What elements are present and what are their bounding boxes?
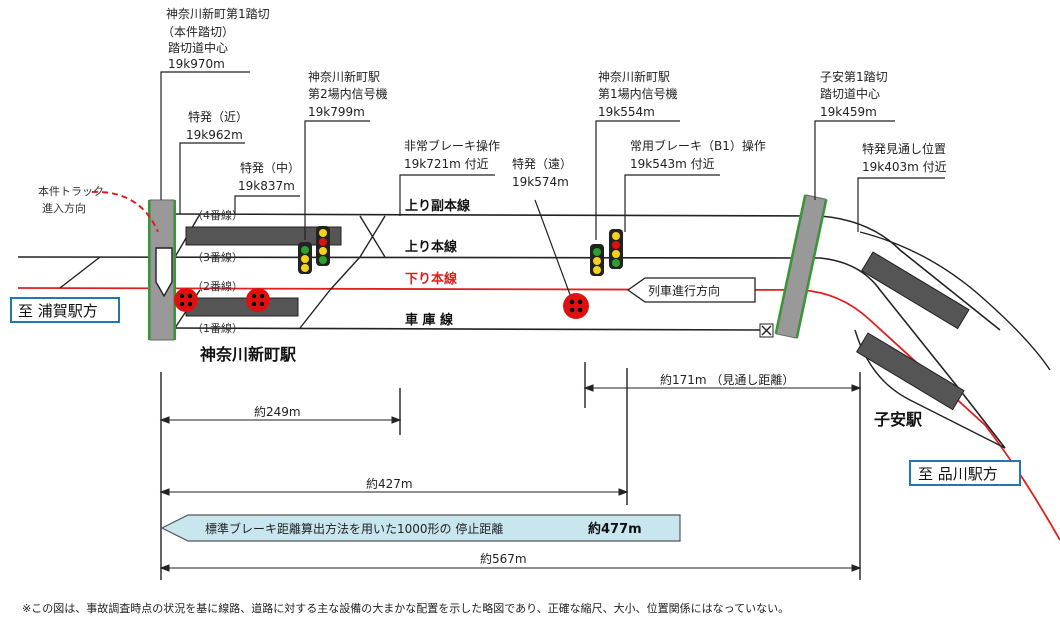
label-dist-427: 約427m xyxy=(366,476,413,491)
label-up-sub-main: 上り副本線 xyxy=(405,198,471,214)
home-signal-1 xyxy=(590,229,623,276)
home-signal-2 xyxy=(298,226,330,274)
label-koyasu-crossing-3: 19k459m xyxy=(820,105,877,119)
label-stop-arrow-value: 約477m xyxy=(588,521,642,537)
label-home-signal1-1: 神奈川新町駅 xyxy=(598,69,670,84)
label-crossing1-line3: 踏切道中心 xyxy=(168,40,228,55)
label-station-kanagawa: 神奈川新町駅 xyxy=(200,345,297,364)
track-crossover-mid2 xyxy=(329,256,361,291)
label-tokuhatsu-mid-2: 19k837m xyxy=(238,179,295,193)
label-tokuhatsu-view-2: 19k403m 付近 xyxy=(862,160,947,174)
label-service-brake-2: 19k543m 付近 xyxy=(630,157,715,171)
track-down-main xyxy=(17,287,1060,541)
label-home-signal2-1: 神奈川新町駅 xyxy=(308,69,380,84)
label-to-shinagawa: 至 品川駅方 xyxy=(918,465,998,483)
label-track1: （1番線） xyxy=(192,321,243,335)
label-tokuhatsu-mid-1: 特発（中） xyxy=(240,160,300,175)
train-direction-arrow xyxy=(626,277,756,303)
crossing-koyasu xyxy=(774,194,828,339)
stop-distance-arrow xyxy=(160,514,681,542)
track-crossover-mid1 xyxy=(299,289,331,329)
label-train-direction: 列車進行方向 xyxy=(648,283,720,298)
label-truck-entry-1: 本件トラック xyxy=(38,184,104,198)
label-crossing1-line1: 神奈川新町第1踏切 xyxy=(166,6,270,21)
dimension-lines xyxy=(160,362,861,580)
platform-kanagawa-upper xyxy=(185,226,342,246)
tracks xyxy=(17,213,1060,541)
track-crossover-left xyxy=(59,256,101,289)
label-tokuhatsu-near-1: 特発（近） xyxy=(188,109,248,124)
track-koyasu-upper xyxy=(859,231,1051,371)
label-home-signal2-3: 19k799m xyxy=(308,105,365,119)
box-to-shinagawa xyxy=(909,460,1021,486)
label-crossing1-line2: （本件踏切） xyxy=(162,25,234,39)
platform-kanagawa-lower xyxy=(185,297,299,317)
label-tokuhatsu-view-1: 特発見通し位置 xyxy=(862,141,946,156)
tokuhatsu-mid-signal xyxy=(246,288,270,312)
label-up-main: 上り本線 xyxy=(405,239,458,255)
label-dist-171: 約171m （見通し距離） xyxy=(660,372,794,387)
leader-lines xyxy=(160,71,945,240)
label-tokuhatsu-near-2: 19k962m xyxy=(186,128,243,142)
track-koyasu-left xyxy=(854,329,1006,449)
box-to-uraga xyxy=(10,297,120,323)
label-truck-entry-2: 進入方向 xyxy=(42,201,86,215)
track-up-main xyxy=(17,256,1006,449)
platforms xyxy=(185,226,970,411)
label-koyasu-crossing-1: 子安第1踏切 xyxy=(820,69,888,84)
label-dist-249: 約249m xyxy=(254,404,301,419)
label-tokuhatsu-far-2: 19k574m xyxy=(512,175,569,189)
label-crossing1-line4: 19k970m xyxy=(168,57,225,71)
truck-icon xyxy=(155,247,173,298)
label-emergency-brake-1: 非常ブレーキ操作 xyxy=(404,138,500,153)
buffer-stop-icon xyxy=(759,323,774,338)
label-tokuhatsu-far-1: 特発（遠） xyxy=(512,156,572,171)
label-depot: 車 庫 線 xyxy=(405,312,454,328)
label-home-signal2-2: 第2場内信号機 xyxy=(308,86,388,101)
label-track2: （2番線） xyxy=(192,279,243,293)
label-service-brake-1: 常用ブレーキ（B1）操作 xyxy=(630,138,766,153)
label-dist-567: 約567m xyxy=(480,551,527,566)
track-depot xyxy=(169,327,761,331)
label-down-main: 下り本線 xyxy=(405,271,458,287)
label-home-signal1-2: 第1場内信号機 xyxy=(598,86,678,101)
label-track3: （3番線） xyxy=(192,250,243,264)
label-stop-arrow-text: 標準ブレーキ距離算出方法を用いた1000形の 停止距離 xyxy=(205,521,503,536)
tokuhatsu-near-signal xyxy=(174,288,198,312)
label-home-signal1-3: 19k554m xyxy=(598,105,655,119)
platform-koyasu-lower xyxy=(855,332,965,411)
track-crossover-x2 xyxy=(359,215,386,258)
footnote: ※この図は、事故調査時点の状況を基に線路、道路に対する主な設備の大まかな配置を示… xyxy=(22,601,789,615)
dimension-arrows xyxy=(159,384,862,572)
label-track4: （4番線） xyxy=(192,208,243,222)
tokuhatsu-far-signal xyxy=(534,199,589,319)
platform-koyasu-upper xyxy=(860,251,970,330)
truck-entry-path xyxy=(91,190,159,233)
label-station-koyasu: 子安駅 xyxy=(874,410,923,429)
label-to-uraga: 至 浦賀駅方 xyxy=(18,302,98,320)
label-koyasu-crossing-2: 踏切道中心 xyxy=(820,86,880,101)
label-emergency-brake-2: 19k721m 付近 xyxy=(404,157,489,171)
